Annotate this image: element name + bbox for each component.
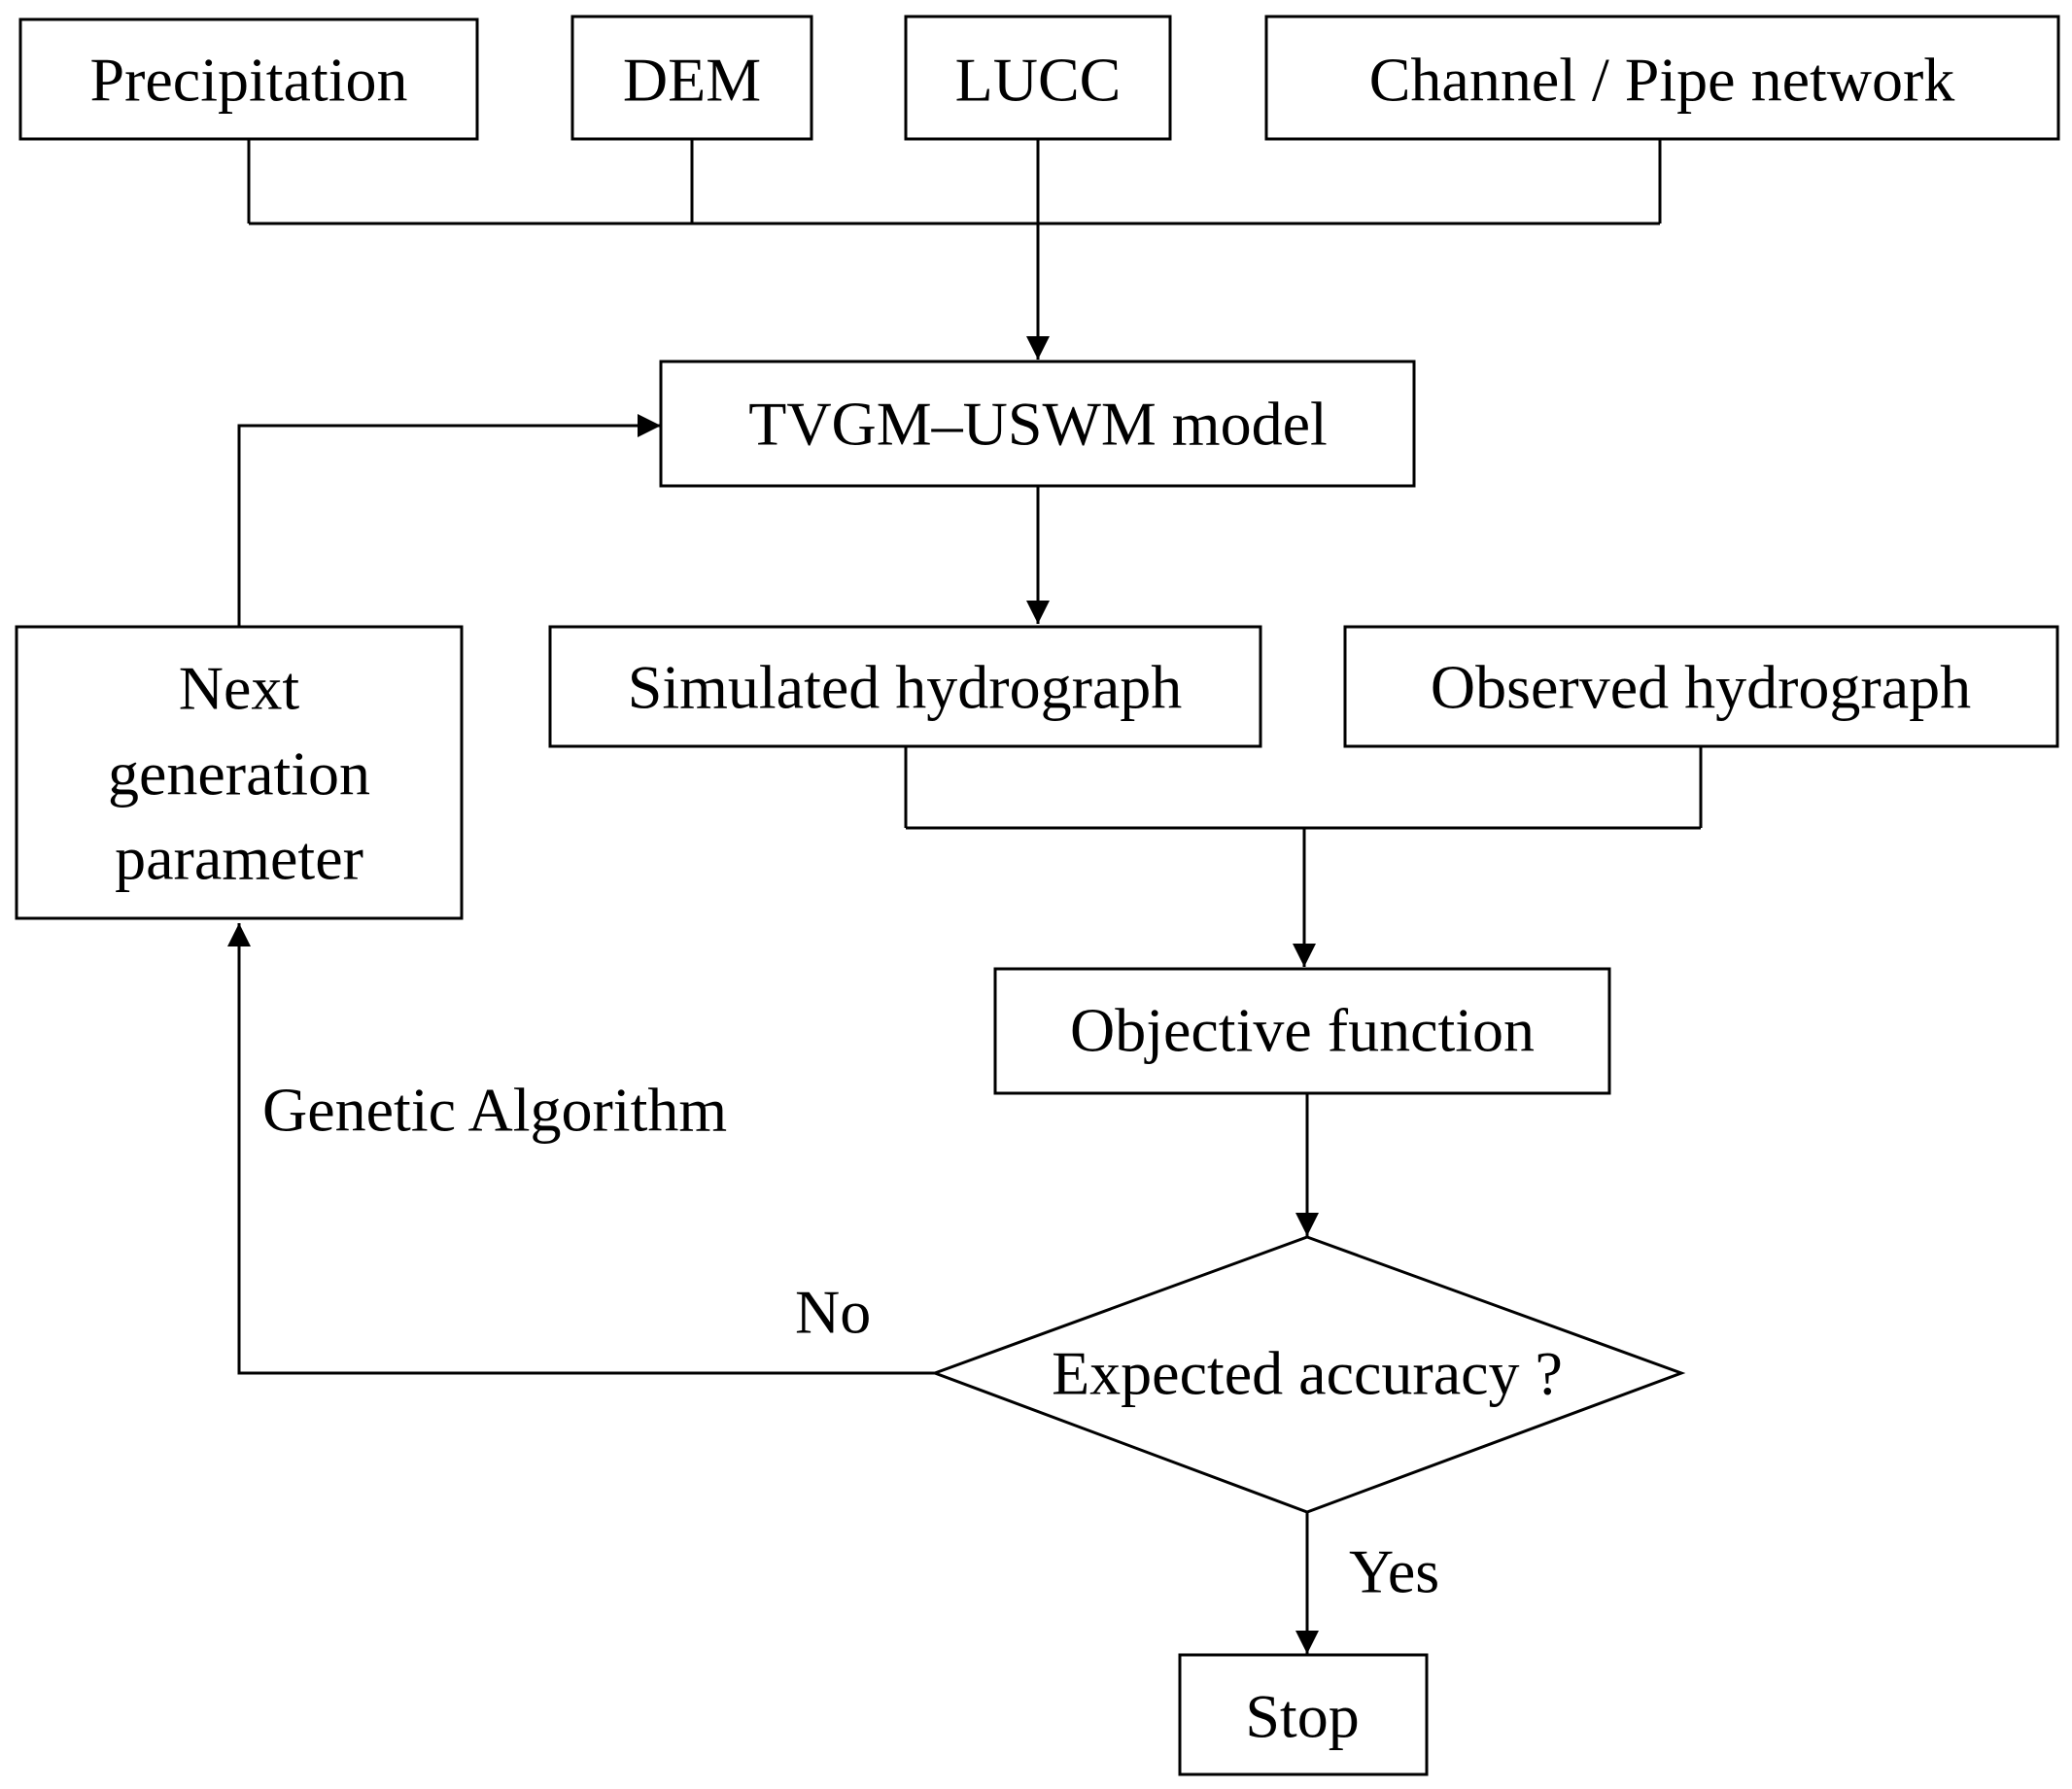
simulated-node: Simulated hydrograph	[548, 625, 1262, 748]
observed-label: Observed hydrograph	[1431, 653, 1971, 722]
model-node: TVGM–USWM model	[659, 360, 1416, 488]
model-label: TVGM–USWM model	[748, 390, 1328, 459]
dem-label: DEM	[623, 46, 761, 115]
stop-node: Stop	[1178, 1653, 1429, 1776]
input-precipitation: Precipitation	[18, 17, 479, 141]
no-to-next-generation-arrow	[227, 923, 935, 1375]
stop-box	[1178, 1653, 1429, 1776]
observed-box	[1343, 625, 2059, 748]
connectors	[227, 139, 1703, 1654]
input-lucc: LUCC	[904, 15, 1172, 141]
next-generation-label-line2: generation	[108, 740, 370, 808]
lucc-box	[904, 15, 1172, 141]
objective-node: Objective function	[993, 967, 1611, 1095]
genetic-algorithm-label: Genetic Algorithm	[262, 1076, 727, 1145]
lucc-label: LUCC	[955, 46, 1122, 115]
dem-box	[570, 15, 813, 141]
precipitation-label: Precipitation	[89, 46, 407, 115]
objective-box	[993, 967, 1611, 1095]
objective-label: Objective function	[1070, 996, 1535, 1065]
yes-label: Yes	[1349, 1537, 1439, 1606]
next-generation-box	[15, 625, 464, 920]
input-dem: DEM	[570, 15, 813, 141]
model-box	[659, 360, 1416, 488]
decision-node: Expected accuracy ?	[930, 1235, 1686, 1514]
next-generation-to-model-arrow	[237, 414, 661, 627]
stop-label: Stop	[1245, 1682, 1359, 1751]
simulated-box	[548, 625, 1262, 748]
observed-node: Observed hydrograph	[1343, 625, 2059, 748]
next-generation-label-line3: parameter	[115, 824, 363, 893]
channel-pipe-box	[1264, 15, 2060, 141]
decision-diamond	[930, 1235, 1686, 1514]
next-generation-label-line1: Next	[179, 654, 300, 723]
decision-label: Expected accuracy ?	[1052, 1339, 1563, 1408]
simulated-label: Simulated hydrograph	[628, 653, 1183, 722]
no-label: No	[795, 1278, 871, 1347]
next-generation-node: Next generation parameter	[15, 625, 464, 920]
precipitation-box	[18, 17, 479, 141]
channel-pipe-label: Channel / Pipe network	[1369, 46, 1955, 115]
input-channel-pipe: Channel / Pipe network	[1264, 15, 2060, 141]
